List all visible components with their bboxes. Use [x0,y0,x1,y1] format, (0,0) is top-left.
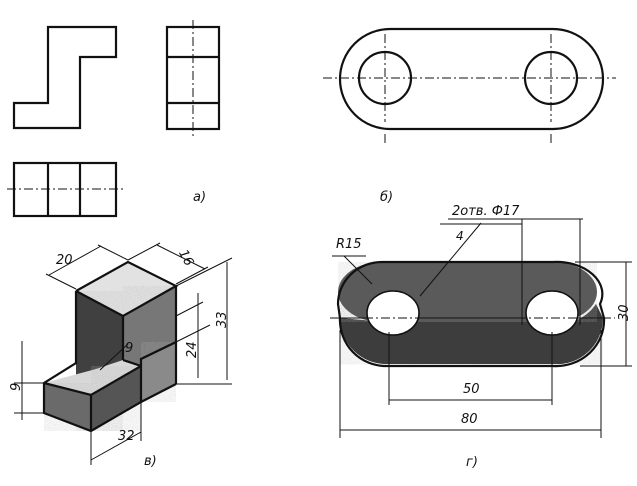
dim-top-depth: 16 [175,247,196,269]
dim-width: 30 [617,304,632,321]
dim-bottom-thickness: 9 [9,383,24,391]
dim-top-width: 20 [56,253,73,268]
caption-b: б) [380,190,393,205]
view-g-shaded-plate: R15 2отв. Ф17 4 50 80 30 г) [330,204,632,470]
hole-left-shaded [366,290,420,336]
side-view [165,20,221,136]
caption-a: а) [193,190,206,205]
iso-bottom-front-face [44,383,91,431]
view-v-isometric: 20 16 9 24 33 9 32 в) [9,242,233,469]
iso-bottom-side-face [91,366,141,431]
leader-mark: 4 [456,229,464,243]
front-view-profile [12,25,118,130]
iso-base-side-face [141,342,176,402]
dim-total-height: 33 [215,311,230,328]
dim-hole-spacing: 50 [463,382,480,397]
caption-g: г) [466,455,478,470]
dim-radius: R15 [336,237,362,252]
iso-top-face [76,262,176,316]
plate-outline [338,27,605,131]
dim-length: 32 [118,429,135,444]
view-a-orthographic: а) [7,20,221,218]
plate-dimension-lines [330,218,632,438]
dim-step-height: 9 [125,341,133,356]
dim-overall-length: 80 [461,412,478,427]
iso-side-upright-face [123,286,176,366]
iso-step-top-face [44,360,141,395]
caption-v: в) [144,454,157,469]
plate-outline-shaded [336,260,606,368]
iso-dimension-lines [14,242,233,465]
view-b-plan: б) [323,27,616,205]
plate-side-face [340,304,604,365]
hole-right-shaded [525,290,579,336]
dim-holes: 2отв. Ф17 [452,204,520,219]
top-view [7,161,123,218]
dim-inner-height: 24 [185,341,200,358]
